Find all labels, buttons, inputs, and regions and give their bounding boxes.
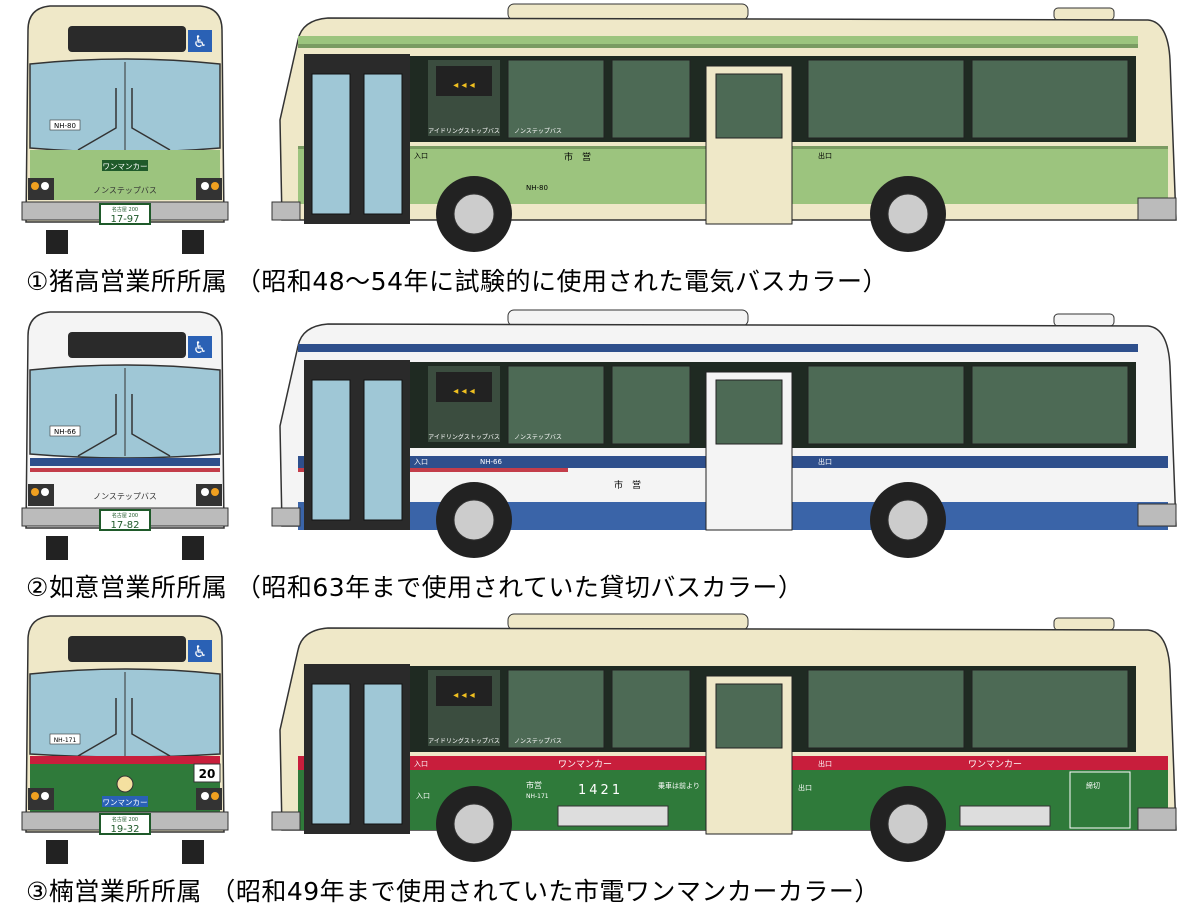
wheelchair-icon <box>188 640 212 662</box>
bus-2-front-label: ノンステップバス <box>93 492 157 501</box>
bus-3-side-label-2: ノンステップバス <box>514 738 562 745</box>
bus-2-operator-name: 市 営 <box>614 479 641 491</box>
bus-3-operator-name: 市営 <box>526 780 542 790</box>
svg-text:♿: ♿ <box>193 642 207 661</box>
bus-1-front-label: ノンステップバス <box>93 186 157 195</box>
bus-3-boarding-note: 乗車は前より <box>658 781 700 790</box>
bus-3-caption: ③楠営業所所属 （昭和49年まで使用されていた市電ワンマンカーカラー） <box>26 877 880 906</box>
bus-2-plate-area: 名古屋 200 <box>112 512 138 519</box>
bus-row-1: ♿ NH-80 ワンマンカー ノンステップバス 名古屋 200 17-97 ◂ <box>0 0 1200 300</box>
svg-text:◂ ◂ ◂: ◂ ◂ ◂ <box>453 80 474 91</box>
bus-1-plate-number: 17-97 <box>110 214 139 225</box>
bus-1-side-view: ◂ ◂ ◂ アイドリングストップバス ノンステップバス 入口 出口 市 営 NH… <box>271 3 1177 252</box>
bus-2-side-label-2: ノンステップバス <box>514 434 562 441</box>
bus-2-plate-number: 17-82 <box>110 520 139 531</box>
bus-row-3: ♿ NH-171 20 ワンマンカー 名古屋 200 19-32 ◂ <box>0 610 1200 910</box>
bus-3-entrance-sign: 入口 <box>414 760 428 768</box>
bus-3-route-number: 20 <box>199 767 216 781</box>
bus-1-side-label-1: アイドリングストップバス <box>428 127 500 135</box>
bus-3-entrance-vertical: 入口 <box>416 792 430 800</box>
bus-2-caption: ②如意営業所所属 （昭和63年まで使用されていた貸切バスカラー） <box>26 573 804 602</box>
bus-1-front-fleet-no: NH-80 <box>54 122 76 130</box>
bus-3-front-view: ♿ NH-171 20 ワンマンカー 名古屋 200 19-32 <box>21 615 229 864</box>
bus-3-front-sign: ワンマンカー <box>103 798 148 807</box>
bus-3-side-view: ◂ ◂ ◂ アイドリングストップバス ノンステップバス 入口 出口 ワンマンカー… <box>271 613 1177 862</box>
bus-1-entrance-sign: 入口 <box>414 152 428 160</box>
bus-1-caption: ①猪高営業所所属 （昭和48〜54年に試験的に使用された電気バスカラー） <box>26 267 888 296</box>
bus-1-side-label-2: ノンステップバス <box>514 128 562 135</box>
wheelchair-icon <box>188 30 212 52</box>
bus-1-exit-sign: 出口 <box>818 151 832 160</box>
svg-text:♿: ♿ <box>193 32 207 51</box>
bus-1-operator-name: 市 営 <box>564 151 591 163</box>
bus-3-side-label-1: アイドリングストップバス <box>428 737 500 745</box>
bus-3-side-fleet-no: NH-171 <box>526 793 549 800</box>
bus-3-plate-number: 19-32 <box>110 824 139 835</box>
bus-3-oneman-label: ワンマンカー <box>558 759 612 770</box>
bus-1-plate-area: 名古屋 200 <box>112 206 138 213</box>
bus-3-front-fleet-no: NH-171 <box>54 737 77 744</box>
bus-2-exit-sign: 出口 <box>818 457 832 466</box>
bus-1-side-fleet-no: NH-80 <box>526 184 548 192</box>
svg-text:◂ ◂ ◂: ◂ ◂ ◂ <box>453 386 474 397</box>
bus-1-front-view: ♿ NH-80 ワンマンカー ノンステップバス 名古屋 200 17-97 <box>21 5 229 254</box>
bus-1-front-sign: ワンマンカー <box>103 162 148 171</box>
bus-3-oneman-label-rear: ワンマンカー <box>968 759 1022 770</box>
bus-2-entrance-sign: 入口 <box>414 458 428 466</box>
bus-3-exit-vertical: 出口 <box>798 783 812 792</box>
bus-2-side-label-1: アイドリングストップバス <box>428 433 500 441</box>
bus-2-front-fleet-no: NH-66 <box>54 428 76 436</box>
svg-text:♿: ♿ <box>193 338 207 357</box>
bus-row-2: ♿ NH-66 ノンステップバス 名古屋 200 17-82 ◂ ◂ ◂ アイ <box>0 306 1200 606</box>
bus-3-car-number: 1421 <box>578 783 623 798</box>
svg-text:◂ ◂ ◂: ◂ ◂ ◂ <box>453 690 474 701</box>
bus-2-front-view: ♿ NH-66 ノンステップバス 名古屋 200 17-82 <box>21 311 229 560</box>
bus-2-side-fleet-no: NH-66 <box>480 458 502 466</box>
bus-3-door-tag: 締切 <box>1086 781 1100 790</box>
bus-2-side-view: ◂ ◂ ◂ アイドリングストップバス ノンステップバス 入口 出口 市 営 NH… <box>271 309 1177 558</box>
wheelchair-icon <box>188 336 212 358</box>
bus-3-plate-area: 名古屋 200 <box>112 816 138 823</box>
bus-3-exit-sign: 出口 <box>818 759 832 768</box>
